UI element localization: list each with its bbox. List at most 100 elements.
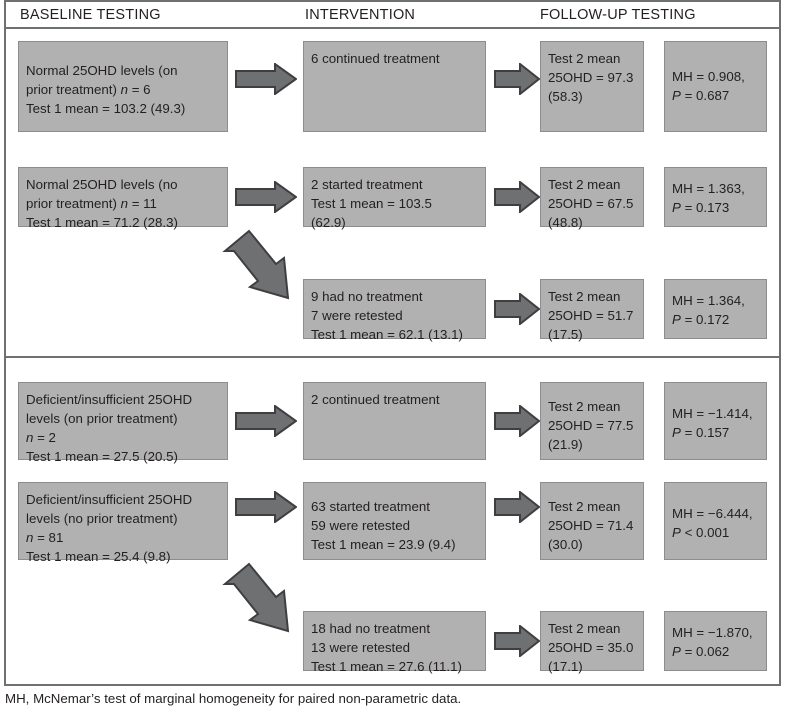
box-line: Test 2 mean (548, 399, 621, 414)
intervention-box-started-treatment-2: 2 started treatment Test 1 mean = 103.5 … (303, 167, 486, 230)
box-line: (21.9) (548, 437, 583, 452)
box-line: P = 0.687 (672, 88, 730, 103)
box-line: Normal 25OHD levels (no (26, 177, 178, 192)
baseline-box-normal-on-prior: Normal 25OHD levels (on prior treatment)… (18, 41, 228, 132)
box-line: P < 0.001 (672, 525, 730, 540)
box-line: Test 2 mean (548, 621, 621, 636)
arrow-right-intervention-to-followup-6 (494, 625, 540, 657)
box-line: P = 0.062 (672, 644, 730, 659)
box-line: 25OHD = 71.4 (548, 518, 634, 533)
followup-box-test2-2: Test 2 mean 25OHD = 67.5 (48.8) (540, 167, 644, 230)
box-line: n = 81 (26, 530, 64, 545)
box-line: P = 0.172 (672, 312, 730, 327)
box-line: MH = 0.908, (672, 69, 745, 84)
column-header-intervention: INTERVENTION (305, 7, 416, 23)
arrow-right-baseline-to-intervention-1 (235, 63, 297, 95)
frame-bottom-rule (4, 684, 781, 686)
footnote-text: MH, McNemar’s test of marginal homogenei… (5, 691, 462, 706)
box-line: P = 0.173 (672, 200, 730, 215)
box-line: MH = 1.364, (672, 293, 745, 308)
box-line: 25OHD = 35.0 (548, 640, 634, 655)
box-line: (62.9) (311, 215, 346, 230)
box-line: MH = 1.363, (672, 181, 745, 196)
box-line: MH = −1.870, (672, 625, 753, 640)
baseline-box-deficient-on-prior: Deficient/insufficient 25OHD levels (on … (18, 382, 228, 464)
box-line: levels (on prior treatment) (26, 411, 178, 426)
box-line: Test 1 mean = 71.2 (28.3) (26, 215, 178, 230)
box-line: Test 1 mean = 25.4 (9.8) (26, 549, 171, 564)
arrow-right-intervention-to-followup-3 (494, 293, 540, 325)
arrow-right-intervention-to-followup-4 (494, 405, 540, 437)
box-line: MH = −1.414, (672, 406, 753, 421)
box-line: 63 started treatment (311, 499, 430, 514)
box-line: 59 were retested (311, 518, 411, 533)
followup-box-test2-4: Test 2 mean 25OHD = 77.5 (21.9) (540, 382, 644, 460)
box-line: 25OHD = 97.3 (548, 70, 634, 85)
box-line: prior treatment) n = 6 (26, 82, 151, 97)
box-line: (17.5) (548, 327, 583, 342)
box-line: 18 had no treatment (311, 621, 431, 636)
box-line: Test 2 mean (548, 51, 621, 66)
followup-box-test2-5: Test 2 mean 25OHD = 71.4 (30.0) (540, 482, 644, 560)
arrow-right-baseline-to-intervention-2 (235, 181, 297, 213)
followup-box-test2-1: Test 2 mean 25OHD = 97.3 (58.3) (540, 41, 644, 132)
box-line: levels (no prior treatment) (26, 511, 178, 526)
box-line: prior treatment) n = 11 (26, 196, 157, 211)
frame-right-rule (779, 0, 781, 686)
box-line: Test 1 mean = 27.5 (20.5) (26, 449, 178, 464)
arrow-right-intervention-to-followup-2 (494, 181, 540, 213)
box-line: 2 continued treatment (311, 392, 440, 407)
box-line: Test 1 mean = 27.6 (11.1) (311, 659, 462, 674)
box-line: Test 1 mean = 103.5 (311, 196, 432, 211)
box-line: Test 1 mean = 62.1 (13.1) (311, 327, 463, 342)
box-line: 6 continued treatment (311, 51, 440, 66)
column-header-baseline: BASELINE TESTING (20, 7, 161, 23)
stats-box-2: MH = 1.363, P = 0.173 (664, 167, 767, 227)
column-header-followup: FOLLOW-UP TESTING (540, 7, 696, 23)
box-line: Deficient/insufficient 25OHD (26, 392, 193, 407)
box-line: (48.8) (548, 215, 583, 230)
baseline-box-deficient-no-prior: Deficient/insufficient 25OHD levels (no … (18, 482, 228, 564)
box-line: Test 1 mean = 103.2 (49.3) (26, 101, 186, 116)
box-line: 2 started treatment (311, 177, 423, 192)
header-divider-rule (4, 27, 781, 29)
box-line: 25OHD = 67.5 (548, 196, 634, 211)
box-line: (58.3) (548, 89, 583, 104)
box-line: Normal 25OHD levels (on (26, 63, 178, 78)
stats-box-4: MH = −1.414, P = 0.157 (664, 382, 767, 460)
stats-box-6: MH = −1.870, P = 0.062 (664, 611, 767, 671)
box-line: Test 2 mean (548, 499, 621, 514)
stats-box-1: MH = 0.908, P = 0.687 (664, 41, 767, 132)
section-divider-rule (4, 356, 781, 358)
box-line: n = 2 (26, 430, 56, 445)
arrow-diagonal-branch-deficient (219, 562, 304, 642)
baseline-box-normal-no-prior: Normal 25OHD levels (no prior treatment)… (18, 167, 228, 230)
frame-top-rule (4, 0, 781, 2)
arrow-diagonal-branch-normal (219, 229, 304, 309)
box-line: 7 were retested (311, 308, 403, 323)
stats-box-5: MH = −6.444, P < 0.001 (664, 482, 767, 560)
box-line: Deficient/insufficient 25OHD (26, 492, 193, 507)
intervention-box-no-treatment-3: 9 had no treatment 7 were retested Test … (303, 279, 486, 342)
box-line: 25OHD = 51.7 (548, 308, 634, 323)
intervention-box-continued-treatment-1: 6 continued treatment (303, 41, 486, 132)
arrow-right-intervention-to-followup-1 (494, 63, 540, 95)
stats-box-3: MH = 1.364, P = 0.172 (664, 279, 767, 339)
box-line: Test 1 mean = 23.9 (9.4) (311, 537, 456, 552)
followup-box-test2-6: Test 2 mean 25OHD = 35.0 (17.1) (540, 611, 644, 674)
arrow-right-intervention-to-followup-5 (494, 491, 540, 523)
box-line: MH = −6.444, (672, 506, 753, 521)
arrow-right-baseline-to-intervention-5 (235, 491, 297, 523)
box-line: P = 0.157 (672, 425, 730, 440)
box-line: 13 were retested (311, 640, 411, 655)
intervention-box-started-treatment-5: 63 started treatment 59 were retested Te… (303, 482, 486, 560)
box-line: 9 had no treatment (311, 289, 423, 304)
arrow-right-baseline-to-intervention-4 (235, 405, 297, 437)
followup-box-test2-3: Test 2 mean 25OHD = 51.7 (17.5) (540, 279, 644, 342)
box-line: Test 2 mean (548, 289, 621, 304)
frame-left-rule (4, 0, 6, 686)
intervention-box-continued-treatment-4: 2 continued treatment (303, 382, 486, 460)
box-line: (30.0) (548, 537, 583, 552)
box-line: (17.1) (548, 659, 583, 674)
